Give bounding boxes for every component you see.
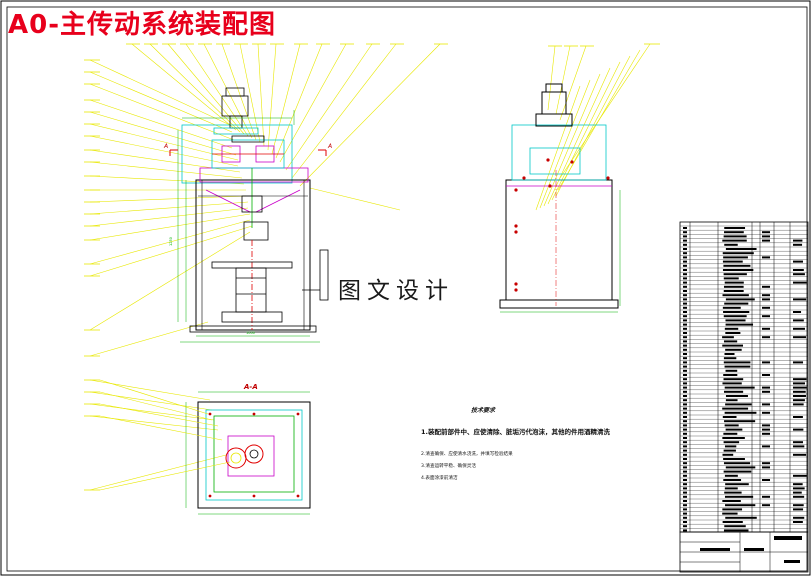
section-marker-right: A [327, 143, 332, 150]
front-dimension-text: 1000 1250 [169, 237, 255, 335]
notes-heading: 技术要求 [471, 407, 496, 414]
watermark: 图文设计 [338, 278, 454, 304]
note-item: 1.装配前部件中、应使清除、脏垢污代泡沫，其他的件用酒精清洗 [421, 428, 610, 436]
front-view: 1000 1250 A A [84, 43, 448, 491]
front-spindle [241, 168, 269, 330]
section-gear-left [225, 447, 247, 469]
front-motor [213, 87, 259, 135]
section-gear-right [244, 444, 264, 464]
note-item: 3.清查运转平稳、确保灵活 [421, 464, 476, 469]
side-view [499, 43, 660, 313]
side-leaders [535, 43, 651, 211]
parts-list-rows [680, 225, 808, 529]
section-mid [205, 409, 303, 501]
section-leaders [99, 379, 231, 491]
section-inner [213, 415, 295, 493]
section-view [99, 379, 311, 515]
section-markers [169, 149, 327, 156]
title-block [679, 531, 809, 573]
side-fasteners [514, 158, 610, 292]
parts-list [679, 221, 809, 533]
front-dimensions [177, 110, 320, 343]
front-leader-tags [84, 43, 448, 491]
section-marker-left: A [163, 143, 168, 150]
section-label: A-A [244, 383, 258, 391]
svg-text:1250: 1250 [169, 237, 173, 246]
section-outer [197, 401, 311, 509]
note-item: 4.表面涂漆前清洁 [421, 476, 458, 481]
front-gearbox [211, 135, 285, 169]
side-body [499, 83, 619, 309]
side-leader-tags [548, 43, 660, 47]
note-item: 2.清查确保、应使清水浇洗，并填写检验结果 [421, 452, 513, 457]
parts-list-fills [683, 227, 807, 532]
front-enclosure [181, 124, 317, 333]
svg-text:1000: 1000 [246, 331, 255, 335]
section-core [227, 435, 275, 477]
section-bolts [208, 412, 300, 498]
drawing-title: A0-主传动系统装配图 [8, 10, 277, 40]
side-dimensions [500, 170, 621, 313]
front-table [211, 249, 329, 323]
front-leaders [89, 43, 441, 491]
section-dimensions [185, 391, 310, 515]
